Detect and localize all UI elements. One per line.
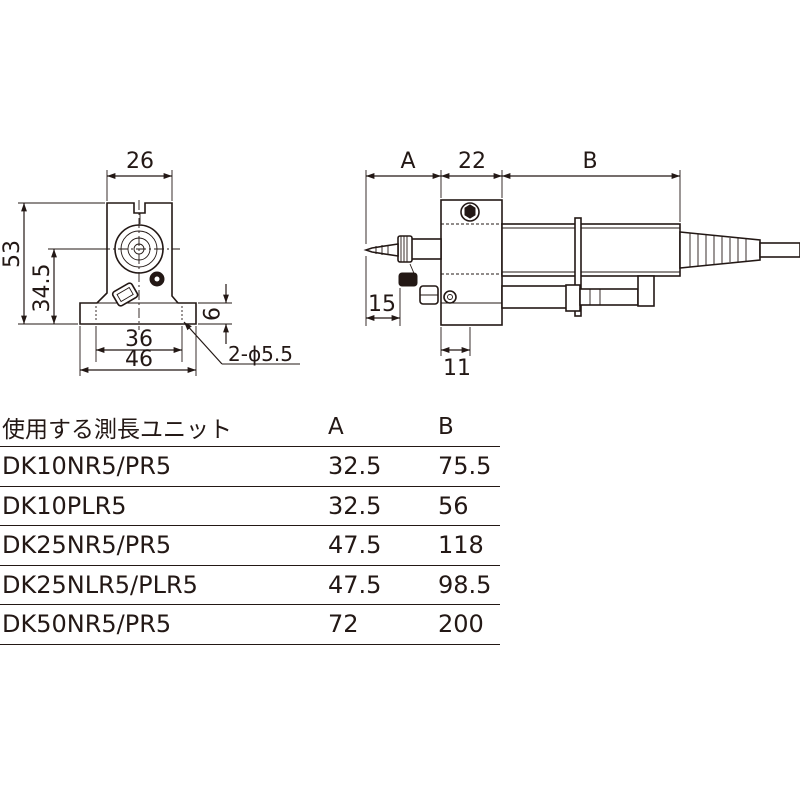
dim-22-label: 22 xyxy=(458,149,486,174)
dim-11-label: 11 xyxy=(443,356,471,381)
spec-table: 使用する測長ユニット A B DK10NR5/PR5 32.5 75.5 DK1… xyxy=(0,408,500,645)
cell-b: 200 xyxy=(438,604,500,645)
lower-rod xyxy=(501,285,571,309)
header-unit: 使用する測長ユニット xyxy=(0,408,328,447)
set-screw xyxy=(443,290,457,304)
cell-model: DK25NLR5/PLR5 xyxy=(0,565,328,605)
dim-46-label: 46 xyxy=(125,347,153,372)
lock-screw xyxy=(111,282,139,307)
cell-model: DK50NR5/PR5 xyxy=(0,604,328,645)
table-row: DK25NR5/PR5 47.5 118 xyxy=(0,525,500,566)
hole-note-label: 2-ϕ5.5 xyxy=(228,342,293,366)
dim-34-5-label: 34.5 xyxy=(30,264,55,313)
table-row: DK10NR5/PR5 32.5 75.5 xyxy=(0,446,500,487)
cell-model: DK25NR5/PR5 xyxy=(0,525,328,566)
dim-36-label: 36 xyxy=(125,327,153,352)
cell-a: 32.5 xyxy=(328,446,438,487)
table-row: DK10PLR5 32.5 56 xyxy=(0,486,500,526)
dim-53-label: 53 xyxy=(0,240,25,268)
cell-b: 118 xyxy=(438,525,500,566)
measuring-unit-body xyxy=(501,223,681,277)
dimension-drawing: 26 53 34.5 9 36 46 2-ϕ5.5 xyxy=(0,149,800,381)
dim-b-label: B xyxy=(582,149,597,174)
dim-a-label: A xyxy=(400,149,415,174)
header-b: B xyxy=(438,408,500,447)
side-view: A 22 B 15 11 xyxy=(363,149,800,381)
dim-9-label: 9 xyxy=(197,307,222,321)
cell-model: DK10NR5/PR5 xyxy=(0,446,328,487)
cell-a: 47.5 xyxy=(328,525,438,566)
dim-15-label: 15 xyxy=(368,292,396,317)
dim-26-label: 26 xyxy=(126,149,154,174)
clamp-knob-side xyxy=(398,272,418,287)
cable xyxy=(759,242,800,258)
spindle-sleeve xyxy=(409,238,442,260)
table-row: DK50NR5/PR5 72 200 xyxy=(0,604,500,645)
cell-b: 56 xyxy=(438,486,500,526)
cell-b: 75.5 xyxy=(438,446,500,487)
table-header-row: 使用する測長ユニット A B xyxy=(0,408,500,447)
cell-a: 72 xyxy=(328,604,438,645)
flange xyxy=(574,217,582,317)
cell-a: 47.5 xyxy=(328,565,438,605)
cell-a: 32.5 xyxy=(328,486,438,526)
header-a: A xyxy=(328,408,438,447)
cell-b: 98.5 xyxy=(438,565,500,605)
cable-strain-relief xyxy=(679,231,761,269)
front-view: 26 53 34.5 9 36 46 2-ϕ5.5 xyxy=(0,149,300,376)
table-row: DK25NLR5/PLR5 47.5 98.5 xyxy=(0,565,500,605)
cell-model: DK10PLR5 xyxy=(0,486,328,526)
